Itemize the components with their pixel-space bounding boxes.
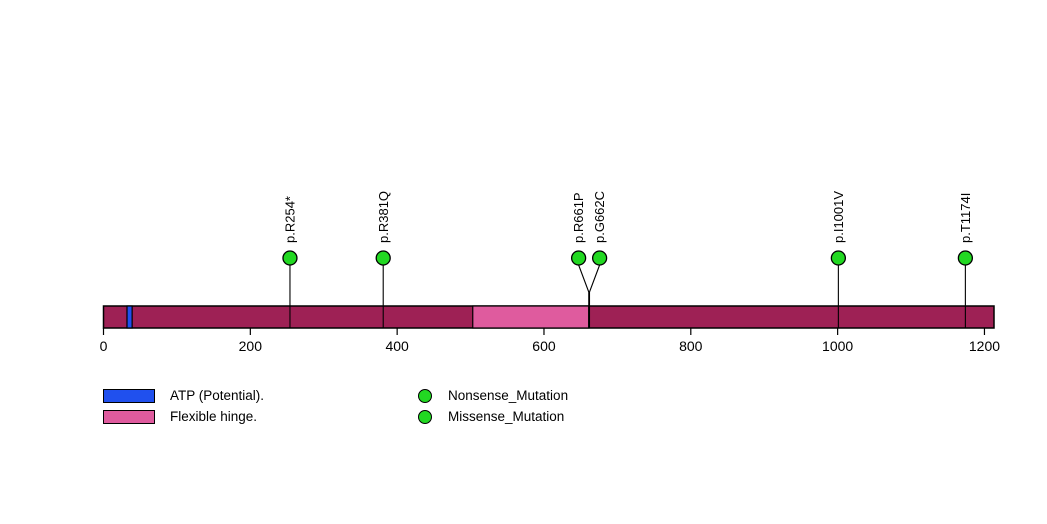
mutation-label: p.R381Q	[376, 191, 391, 243]
domain-legend: ATP (Potential). Flexible hinge.	[103, 388, 264, 430]
nonsense-mutation-label: Nonsense_Mutation	[448, 388, 569, 403]
legend-item-nonsense-mutation: Nonsense_Mutation	[418, 388, 568, 403]
mutation-marker	[591, 250, 608, 266]
mutation-stem	[588, 264, 601, 328]
mutation-label: p.I1001V	[831, 191, 846, 243]
axis-tick-label: 1200	[969, 338, 1000, 354]
domain-flexible-hinge	[472, 305, 590, 329]
mutation-label: p.T1174I	[958, 193, 973, 243]
mutation-label: p.R661P	[571, 192, 586, 243]
legend-item-flexible-hinge: Flexible hinge.	[103, 409, 264, 424]
mutation-stem	[578, 264, 590, 328]
axis-tick-label: 1000	[822, 338, 853, 354]
flexible-hinge-label: Flexible hinge.	[170, 409, 258, 424]
domain-atp-potential	[126, 305, 133, 329]
nonsense-mutation-dot-icon	[418, 388, 432, 403]
flexible-hinge-swatch	[103, 409, 155, 424]
mutation-label: p.R254*	[283, 196, 298, 243]
mutation-marker	[375, 250, 391, 266]
legend-item-atp: ATP (Potential).	[103, 388, 264, 403]
axis-tick-label: 600	[532, 338, 556, 354]
mutation-marker	[957, 250, 974, 266]
mutation-marker	[830, 250, 847, 266]
axis-tick-label: 400	[385, 338, 409, 354]
axis-tick-label: 0	[100, 338, 108, 354]
missense-mutation-dot-icon	[418, 409, 432, 424]
atp-domain-label: ATP (Potential).	[170, 388, 265, 403]
axis-tick-label: 200	[239, 338, 263, 354]
mutation-type-legend: Nonsense_Mutation Missense_Mutation	[418, 388, 568, 430]
mutation-marker	[282, 250, 298, 266]
axis-tick-label: 800	[679, 338, 703, 354]
atp-domain-swatch	[103, 388, 155, 403]
mutation-label: p.G662C	[592, 191, 607, 243]
missense-mutation-label: Missense_Mutation	[448, 409, 565, 424]
mutation-marker	[570, 250, 587, 266]
legend-item-missense-mutation: Missense_Mutation	[418, 409, 568, 424]
